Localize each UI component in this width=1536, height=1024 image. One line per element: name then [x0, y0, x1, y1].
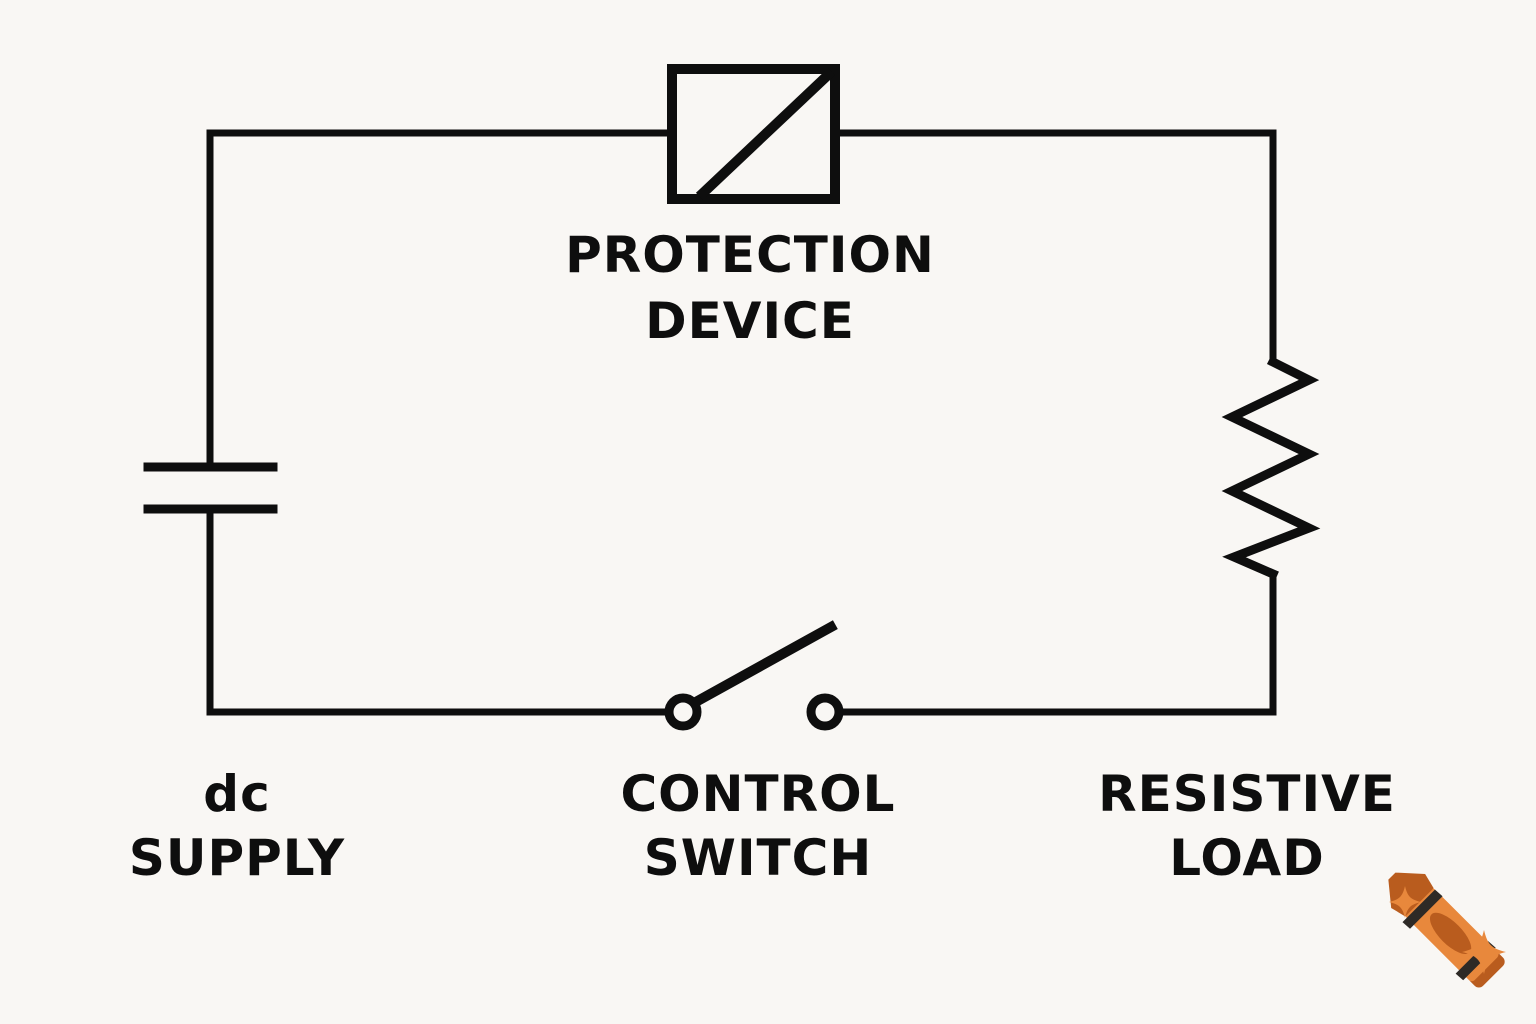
- label-protection-device-line2: DEVICE: [645, 292, 855, 350]
- crayon-icon: [1388, 872, 1506, 988]
- dc-supply-symbol: [143, 462, 278, 514]
- sparkle-icon: [1389, 886, 1421, 918]
- crayon-body: [1388, 872, 1505, 988]
- label-control-switch-line1: CONTROL: [620, 765, 896, 823]
- label-resistive-load: RESISTIVE LOAD: [1047, 762, 1447, 890]
- sparkle-icon: [1462, 930, 1506, 974]
- label-control-switch-line2: SWITCH: [643, 829, 873, 887]
- label-resistive-load-line1: RESISTIVE: [1098, 765, 1396, 823]
- resistor-symbol: [1221, 355, 1321, 580]
- control-switch-symbol: [664, 620, 844, 731]
- label-protection-device: PROTECTION DEVICE: [500, 222, 1000, 354]
- label-resistive-load-line2: LOAD: [1169, 829, 1325, 887]
- label-protection-device-line1: PROTECTION: [565, 226, 935, 284]
- label-dc-supply: dc SUPPLY: [62, 762, 412, 890]
- label-dc-supply-line1: dc: [203, 765, 271, 823]
- label-dc-supply-line2: SUPPLY: [128, 829, 346, 887]
- protection-device-symbol: [667, 64, 840, 204]
- label-control-switch: CONTROL SWITCH: [558, 762, 958, 890]
